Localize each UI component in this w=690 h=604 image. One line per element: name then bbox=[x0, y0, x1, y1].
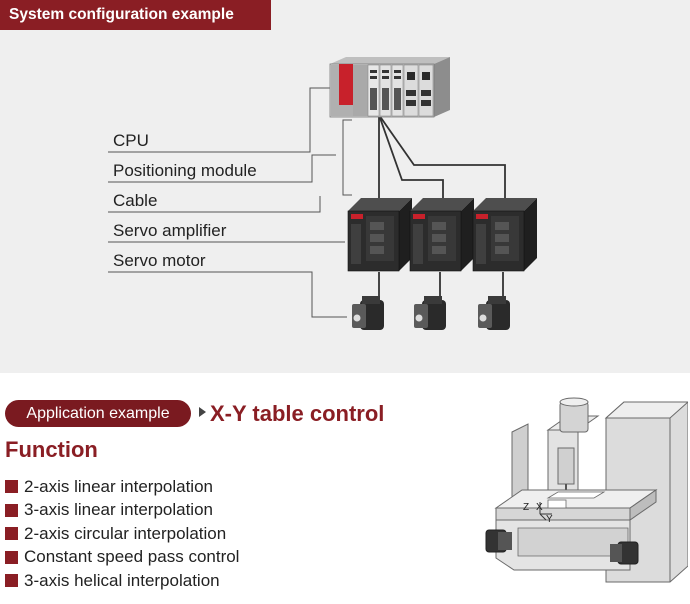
axis-label-x: X bbox=[536, 502, 543, 513]
bullet-square-icon bbox=[5, 503, 18, 517]
axis-label-y: Y bbox=[546, 514, 553, 525]
servo-amplifier-label: Servo amplifier bbox=[113, 221, 227, 240]
leader-lines bbox=[108, 87, 352, 318]
servo-motor-2 bbox=[414, 296, 446, 330]
function-item: 2-axis linear interpolation bbox=[5, 475, 239, 499]
function-item: Constant speed pass control bbox=[5, 546, 239, 570]
axis-label-z: Z bbox=[523, 502, 529, 513]
plc-unit bbox=[329, 57, 450, 118]
cpu-label: CPU bbox=[113, 131, 149, 150]
bullet-square-icon bbox=[5, 527, 18, 541]
servo-motor-3 bbox=[478, 296, 510, 330]
cable-label: Cable bbox=[113, 191, 158, 210]
servo-motor-label: Servo motor bbox=[113, 251, 206, 270]
function-list: 2-axis linear interpolation 3-axis linea… bbox=[5, 475, 239, 593]
function-item: 3-axis helical interpolation bbox=[5, 569, 239, 593]
function-item: 3-axis linear interpolation bbox=[5, 499, 239, 523]
xy-table-machine-illustration: Z X Y bbox=[485, 397, 688, 583]
bullet-square-icon bbox=[5, 550, 18, 564]
system-configuration-panel: System configuration example CPU Positio… bbox=[0, 0, 690, 373]
servo-motor-1 bbox=[352, 296, 384, 330]
servo-amplifier-1 bbox=[347, 198, 412, 272]
application-title: X-Y table control bbox=[210, 401, 385, 426]
system-configuration-tag: System configuration example bbox=[0, 0, 271, 30]
positioning-module-label: Positioning module bbox=[113, 161, 257, 180]
triangle-arrow-icon bbox=[199, 407, 206, 417]
system-configuration-diagram bbox=[108, 57, 537, 330]
bullet-square-icon bbox=[5, 574, 18, 588]
function-item: 2-axis circular interpolation bbox=[5, 522, 239, 546]
servo-amplifier-2 bbox=[409, 198, 474, 272]
servo-amplifier-3 bbox=[472, 198, 537, 272]
function-heading: Function bbox=[5, 437, 98, 462]
bullet-square-icon bbox=[5, 480, 18, 494]
application-example-tag: Application example bbox=[5, 400, 191, 427]
cables bbox=[378, 114, 506, 300]
